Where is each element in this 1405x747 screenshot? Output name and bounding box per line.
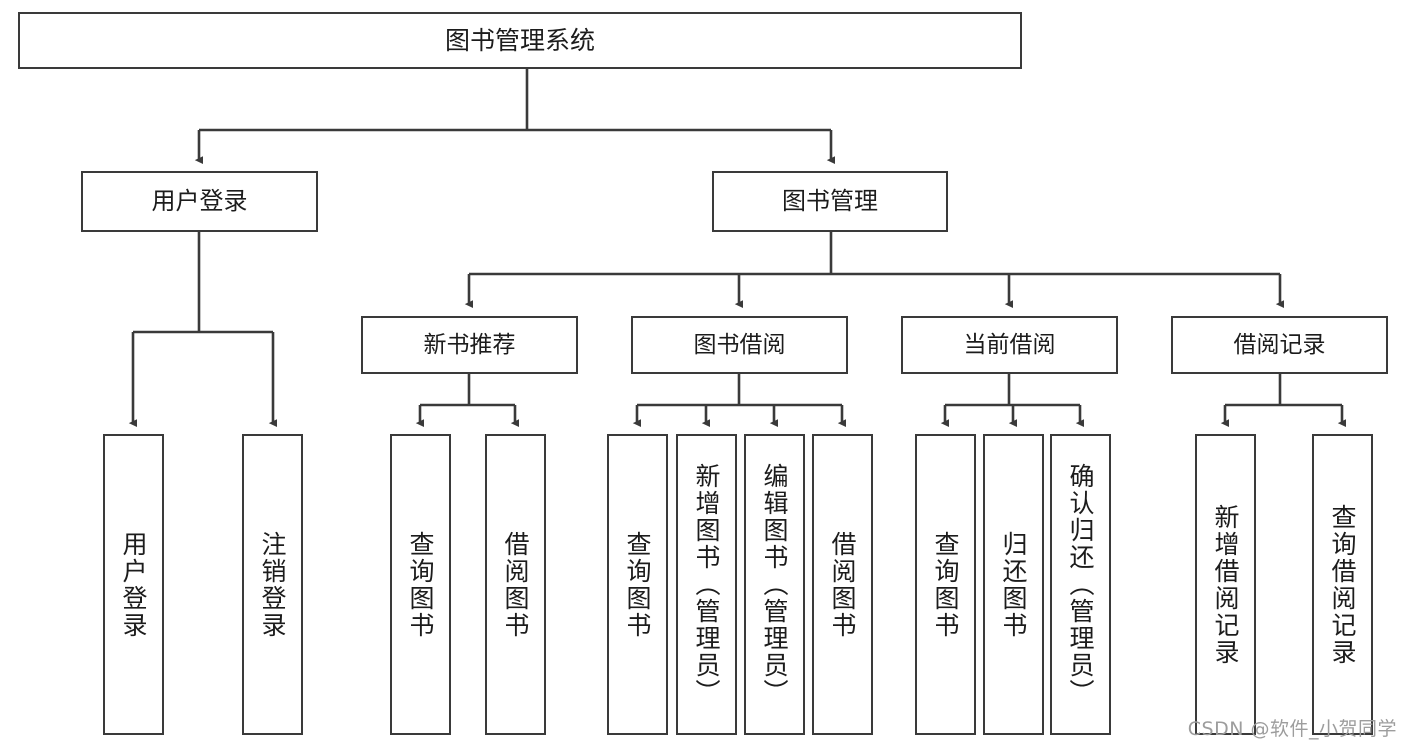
leaf-logout-label: 注销登录 (258, 530, 287, 639)
leaf-borrow-book[interactable]: 借阅图书 (812, 434, 873, 735)
leaf-return-book-label: 归还图书 (999, 530, 1028, 639)
leaf-query-books-borrow[interactable]: 查询图书 (607, 434, 668, 735)
leaf-query-books-new[interactable]: 查询图书 (390, 434, 451, 735)
leaf-query-books-borrow-label: 查询图书 (623, 530, 652, 639)
leaf-edit-book-admin[interactable]: 编辑图书（管理员） (744, 434, 805, 735)
node-current-borrow[interactable]: 当前借阅 (901, 316, 1118, 374)
node-book-management[interactable]: 图书管理 (712, 171, 948, 232)
leaf-edit-book-admin-label: 编辑图书（管理员） (760, 463, 789, 706)
node-book-borrow[interactable]: 图书借阅 (631, 316, 848, 374)
node-book-borrow-label: 图书借阅 (693, 331, 786, 358)
leaf-query-borrow-record-label: 查询借阅记录 (1328, 503, 1357, 666)
leaf-query-borrow-record[interactable]: 查询借阅记录 (1312, 434, 1373, 735)
leaf-add-book-admin-label: 新增图书（管理员） (692, 463, 721, 706)
node-borrow-records[interactable]: 借阅记录 (1171, 316, 1388, 374)
leaf-query-books-current-label: 查询图书 (931, 530, 960, 639)
node-borrow-records-label: 借阅记录 (1233, 331, 1326, 358)
node-current-borrow-label: 当前借阅 (963, 331, 1056, 358)
leaf-return-book[interactable]: 归还图书 (983, 434, 1044, 735)
leaf-user-login[interactable]: 用户登录 (103, 434, 164, 735)
leaf-user-login-label: 用户登录 (119, 530, 148, 639)
leaf-query-books-current[interactable]: 查询图书 (915, 434, 976, 735)
leaf-query-books-new-label: 查询图书 (406, 530, 435, 639)
leaf-borrow-books-new-label: 借阅图书 (501, 530, 530, 639)
node-user-login[interactable]: 用户登录 (81, 171, 318, 232)
node-root-label: 图书管理系统 (444, 26, 595, 55)
node-user-login-label: 用户登录 (151, 186, 248, 215)
leaf-add-borrow-record[interactable]: 新增借阅记录 (1195, 434, 1256, 735)
leaf-borrow-books-new[interactable]: 借阅图书 (485, 434, 546, 735)
leaf-confirm-return-admin[interactable]: 确认归还（管理员） (1050, 434, 1111, 735)
node-root[interactable]: 图书管理系统 (18, 12, 1022, 69)
leaf-confirm-return-admin-label: 确认归还（管理员） (1066, 463, 1095, 706)
leaf-add-borrow-record-label: 新增借阅记录 (1211, 503, 1240, 666)
leaf-logout[interactable]: 注销登录 (242, 434, 303, 735)
node-new-book-recommend[interactable]: 新书推荐 (361, 316, 578, 374)
node-book-management-label: 图书管理 (782, 186, 878, 215)
leaf-add-book-admin[interactable]: 新增图书（管理员） (676, 434, 737, 735)
node-new-book-recommend-label: 新书推荐 (423, 331, 516, 358)
leaf-borrow-book-label: 借阅图书 (828, 530, 857, 639)
